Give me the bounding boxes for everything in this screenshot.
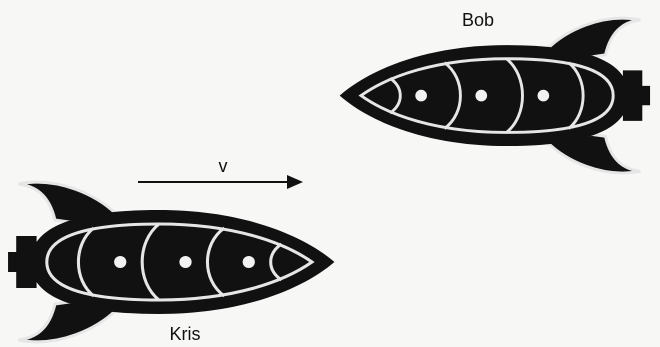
label-bottom-rocket: Kris xyxy=(170,324,201,344)
rocket-top xyxy=(340,18,650,173)
rocket-bottom xyxy=(8,182,334,342)
label-top-rocket: Bob xyxy=(462,10,494,30)
velocity-arrow-head xyxy=(287,175,303,189)
label-velocity: v xyxy=(219,156,228,176)
